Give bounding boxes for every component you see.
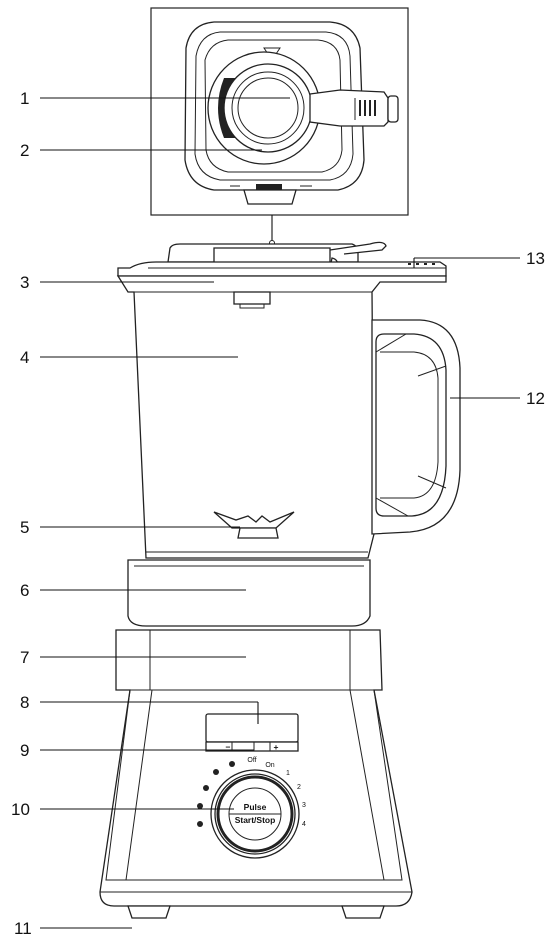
lid-top-view-inset bbox=[150, 7, 409, 246]
callout-lines bbox=[40, 97, 520, 929]
control-dial: Pulse Start/Stop Off On 1 2 3 4 bbox=[197, 757, 306, 859]
dial-mark-2: 2 bbox=[297, 784, 301, 791]
dial-mark-on: On bbox=[265, 762, 274, 769]
dial-mark-off: Off bbox=[247, 757, 256, 764]
callout-13: 13 bbox=[526, 249, 545, 268]
smoothie-program-icon bbox=[197, 803, 203, 809]
heat-program-icon bbox=[213, 769, 219, 775]
callout-6: 6 bbox=[20, 581, 29, 600]
callout-9: 9 bbox=[20, 741, 29, 760]
callout-4: 4 bbox=[20, 348, 29, 367]
dial-label-pulse[interactable]: Pulse bbox=[244, 802, 267, 812]
callout-11: 11 bbox=[14, 919, 32, 938]
callout-5: 5 bbox=[20, 518, 29, 537]
callout-12: 12 bbox=[526, 389, 545, 408]
dial-label-start-stop[interactable]: Start/Stop bbox=[235, 815, 276, 825]
jug bbox=[116, 275, 461, 559]
dial-mark-1: 1 bbox=[286, 770, 290, 777]
program-icons bbox=[197, 761, 235, 827]
callout-numbers: 1 2 3 4 5 6 7 8 9 10 11 12 13 bbox=[11, 89, 545, 938]
soup-program-icon bbox=[203, 785, 209, 791]
dial-mark-4: 4 bbox=[302, 821, 306, 828]
lid bbox=[117, 241, 447, 277]
callout-10: 10 bbox=[11, 800, 30, 819]
callout-7: 7 bbox=[20, 648, 29, 667]
clean-program-icon bbox=[197, 821, 203, 827]
dial-mark-3: 3 bbox=[302, 802, 306, 809]
display bbox=[205, 713, 299, 743]
minus-button[interactable]: − bbox=[226, 742, 231, 752]
plus-button[interactable]: + bbox=[274, 742, 279, 752]
callout-3: 3 bbox=[20, 273, 29, 292]
callout-1: 1 bbox=[20, 89, 29, 108]
motor-base bbox=[99, 629, 413, 919]
callout-2: 2 bbox=[20, 141, 29, 160]
blend-program-icon bbox=[229, 761, 235, 767]
panel-buttons: − + bbox=[205, 741, 299, 752]
callout-8: 8 bbox=[20, 693, 29, 712]
jug-base bbox=[127, 559, 371, 627]
